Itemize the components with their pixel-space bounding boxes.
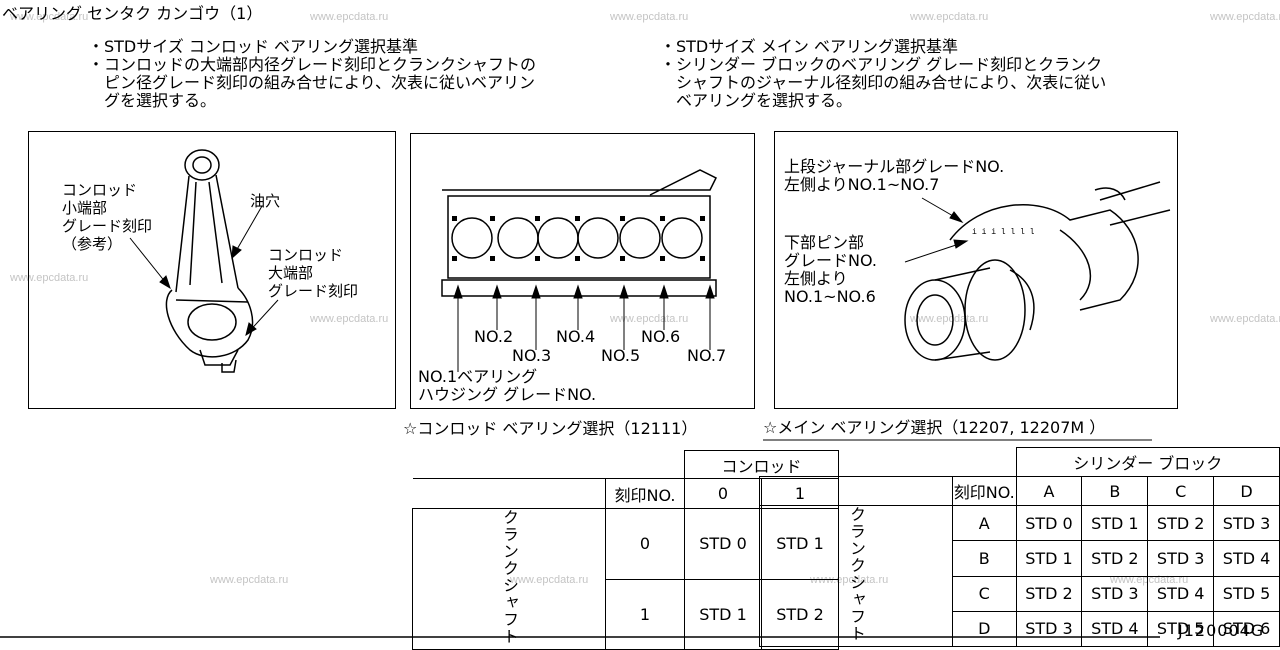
- label-big-end: コンロッド 大端部 グレード刻印: [268, 246, 358, 300]
- corner-header: 刻印NO.: [952, 476, 1017, 506]
- note-line: グを選択する。: [88, 91, 217, 110]
- label-line: NO.1ベアリング: [418, 367, 538, 386]
- drawing-code: J120004G: [1178, 621, 1265, 640]
- table-cell: STD 4: [1081, 610, 1149, 648]
- row-header: 0: [605, 508, 685, 580]
- label-line: コンロッド: [268, 246, 344, 264]
- conrod-table-title: ☆コンロッド ベアリング選択（12111）: [403, 419, 698, 438]
- watermark: www.epcdata.ru: [310, 313, 389, 325]
- label-line: グレード刻印: [268, 282, 359, 300]
- notes-right: ・STDサイズ メイン ベアリング選択基準 ・シリンダー ブロックのベアリング …: [660, 38, 1106, 110]
- row-group-header: クランクシャフト: [759, 505, 953, 647]
- label-line: （参考）: [62, 235, 123, 253]
- col-header: D: [1213, 476, 1280, 506]
- figure-block-frame: [410, 133, 755, 409]
- table-cell: STD 4: [1147, 575, 1215, 612]
- row-group-label: クランクシャフト: [500, 509, 519, 645]
- col-group-header: シリンダー ブロック: [1015, 447, 1280, 477]
- table-cell: STD 2: [1015, 575, 1083, 612]
- row-header: B: [952, 540, 1017, 577]
- notes-left: ・STDサイズ コンロッド ベアリング選択基準 ・コンロッドの大端部内径グレード…: [88, 38, 536, 110]
- label-no1: NO.1ベアリング ハウジング グレードNO.: [418, 368, 596, 404]
- label-line: 下部ピン部: [784, 233, 865, 252]
- table-cell: STD 3: [1015, 610, 1083, 648]
- table-cell: STD 2: [1081, 540, 1149, 577]
- col-header: C: [1147, 476, 1215, 506]
- table-cell: STD 3: [1213, 504, 1280, 542]
- row-header: D: [952, 610, 1017, 648]
- label-line: 大端部: [268, 264, 314, 282]
- label-line: 上段ジャーナル部グレードNO.: [784, 157, 1005, 176]
- label-oil-hole: 油穴: [250, 192, 281, 210]
- table-cell: STD 0: [1015, 504, 1083, 542]
- empty-cell: [759, 476, 953, 506]
- label-small-end: コンロッド 小端部 グレード刻印 （参考）: [62, 181, 152, 253]
- label-no4: NO.4: [556, 327, 596, 346]
- figure-crankshaft-frame: [774, 131, 1178, 409]
- col-header: B: [1081, 476, 1149, 506]
- label-upper-journal: 上段ジャーナル部グレードNO. 左側よりNO.1~NO.7: [784, 158, 1004, 194]
- label-line: 小端部: [62, 199, 108, 217]
- table-cell: STD 3: [1081, 575, 1149, 612]
- watermark: www.epcdata.ru: [1210, 313, 1280, 325]
- watermark: www.epcdata.ru: [10, 11, 89, 23]
- note-line: ベアリングを選択する。: [660, 91, 853, 110]
- col-header: 0: [684, 478, 762, 509]
- page-title: ベアリング センタク カンゴウ（1）: [2, 4, 263, 23]
- label-line: NO.1~NO.6: [784, 287, 876, 306]
- label-no5: NO.5: [601, 346, 641, 365]
- watermark: www.epcdata.ru: [210, 574, 289, 586]
- empty-cell: [412, 478, 606, 509]
- label-line: 左側よりNO.1~NO.7: [784, 175, 940, 194]
- label-line: 左側より: [784, 269, 848, 288]
- label-no6: NO.6: [641, 327, 681, 346]
- table-cell: STD 5: [1213, 575, 1280, 612]
- watermark: www.epcdata.ru: [610, 313, 689, 325]
- table-cell: STD 2: [1147, 504, 1215, 542]
- label-no3: NO.3: [512, 346, 552, 365]
- watermark: www.epcdata.ru: [910, 11, 989, 23]
- watermark: www.epcdata.ru: [610, 11, 689, 23]
- empty-cell: [412, 450, 685, 479]
- note-line: シャフトのジャーナル径刻印の組み合せにより、次表に従い: [660, 73, 1107, 92]
- label-no2: NO.2: [474, 327, 514, 346]
- row-group-header: クランクシャフト: [412, 508, 606, 650]
- table-cell: STD 1: [1081, 504, 1149, 542]
- label-line: グレードNO.: [784, 251, 878, 270]
- watermark: www.epcdata.ru: [1210, 11, 1280, 23]
- label-line: コンロッド: [62, 181, 138, 199]
- row-group-label: クランクシャフト: [847, 506, 866, 642]
- corner-header: 刻印NO.: [605, 478, 685, 509]
- col-header: A: [1015, 476, 1083, 506]
- figure-conrod-frame: [28, 131, 396, 409]
- label-no7: NO.7: [687, 346, 727, 365]
- row-header: C: [952, 575, 1017, 612]
- note-line: ・コンロッドの大端部内径グレード刻印とクランクシャフトの: [88, 55, 537, 74]
- label-line: グレード刻印: [62, 217, 153, 235]
- watermark: www.epcdata.ru: [10, 272, 89, 284]
- note-line: ・シリンダー ブロックのベアリング グレード刻印とクランク: [660, 55, 1103, 74]
- empty-cell: [759, 447, 1017, 477]
- row-header: A: [952, 504, 1017, 542]
- label-lower-pin: 下部ピン部 グレードNO. 左側より NO.1~NO.6: [784, 234, 877, 306]
- note-line: ・STDサイズ コンロッド ベアリング選択基準: [88, 37, 418, 56]
- table-cell: STD 4: [1213, 540, 1280, 577]
- note-line: ピン径グレード刻印の組み合せにより、次表に従いベアリン: [88, 73, 536, 92]
- main-table-title: ☆メイン ベアリング選択（12207, 12207M ）: [763, 418, 1106, 437]
- table-cell: STD 1: [684, 578, 762, 650]
- row-header: 1: [605, 578, 685, 650]
- label-line: ハウジング グレードNO.: [418, 385, 597, 404]
- table-cell: STD 1: [1015, 540, 1083, 577]
- note-line: ・STDサイズ メイン ベアリング選択基準: [660, 37, 958, 56]
- main-bearing-table: シリンダー ブロック 刻印NO. A B C D クランクシャフト A STD …: [759, 447, 1280, 648]
- watermark: www.epcdata.ru: [310, 11, 389, 23]
- table-cell: STD 0: [684, 508, 762, 580]
- table-cell: STD 3: [1147, 540, 1215, 577]
